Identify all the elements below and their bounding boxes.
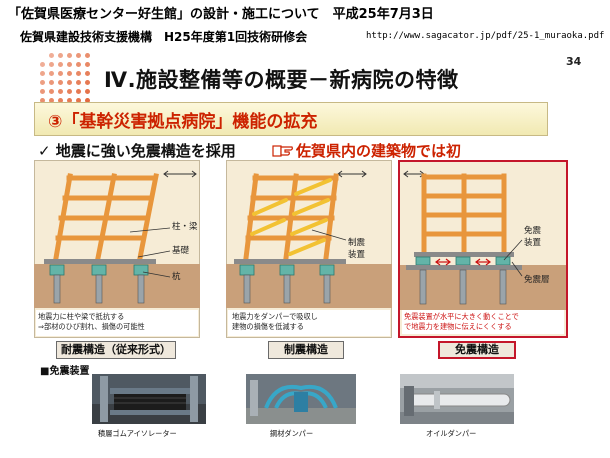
pointing-hand-icon — [272, 145, 293, 157]
device-caption-oil-damper: オイルダンパー — [426, 429, 477, 438]
base-isolation-diagram — [400, 170, 566, 334]
device-caption-steel-damper: 鋼材ダンパー — [270, 429, 314, 438]
caption-line: 地震力に柱や梁で抵抗する — [38, 312, 125, 321]
decorative-dot — [40, 80, 45, 85]
decorative-dot — [76, 89, 81, 94]
panel-seismic-resistant — [34, 160, 200, 338]
label-foundation: 基礎 — [172, 246, 190, 256]
subtitle-banner — [34, 102, 548, 136]
panel-title-base-isolation: 免震構造 — [438, 341, 516, 359]
caption-line: 建物の損傷を低減する — [232, 322, 304, 331]
page-number: 34 — [566, 55, 582, 68]
decorative-dot — [67, 89, 72, 94]
oil-damper-photo — [400, 374, 514, 424]
decorative-dot — [49, 62, 54, 67]
decorative-dot — [58, 53, 63, 58]
slide-header: 「佐賀県医療センター好生館」の設計・施工について 平成25年7月3日 佐賀県建設… — [0, 0, 610, 50]
decorative-dot — [76, 53, 81, 58]
decorative-dot — [85, 53, 90, 58]
decorative-dot — [76, 71, 81, 76]
decorative-dot — [76, 98, 81, 103]
decorative-dot — [85, 71, 90, 76]
vibration-control-diagram — [226, 170, 392, 336]
label-column-beam: 柱・梁 — [172, 222, 198, 232]
decorative-dot — [76, 62, 81, 67]
label-damper-device: 装置 — [348, 250, 366, 260]
decorative-dot — [40, 62, 45, 67]
decorative-dot — [49, 53, 54, 58]
decorative-dot — [85, 98, 90, 103]
slide-subtitle: ③「基幹災害拠点病院」機能の拡充 — [48, 112, 318, 132]
decorative-dot — [49, 89, 54, 94]
decorative-dot — [58, 98, 63, 103]
caption-line: ⇒部材のひび割れ、損傷の可能性 — [38, 322, 145, 331]
first-in-prefecture-note: 佐賀県内の建築物では初 — [296, 142, 462, 160]
label-isolation-device: 免震 — [524, 226, 542, 236]
devices-heading: ■免震装置 — [40, 366, 90, 377]
decorative-dot — [40, 71, 45, 76]
checkpoint-text: ✓ 地震に強い免震構造を採用 — [38, 142, 236, 160]
decorative-dot — [58, 80, 63, 85]
seismic-resistant-diagram — [34, 170, 200, 336]
header-title: 「佐賀県医療センター好生館」の設計・施工について 平成25年7月3日 — [8, 7, 434, 22]
caption-line: で地震力を建物に伝えにくくする — [404, 322, 512, 331]
decorative-dots-icon — [40, 53, 96, 109]
decorative-dot — [49, 80, 54, 85]
laminated-rubber-isolator-photo — [92, 374, 206, 424]
decorative-dot — [67, 62, 72, 67]
decorative-dot — [40, 98, 45, 103]
decorative-dot — [58, 62, 63, 67]
decorative-dot — [58, 71, 63, 76]
panel-title-seismic-resistant: 耐震構造（従来形式） — [56, 341, 176, 359]
label-pile: 杭 — [172, 272, 181, 282]
decorative-dot — [40, 89, 45, 94]
device-caption-rubber-isolator: 積層ゴムアイソレーター — [98, 429, 177, 438]
source-url[interactable]: http://www.sagacator.jp/pdf/25-1_muraoka… — [366, 31, 605, 41]
decorative-dot — [67, 80, 72, 85]
steel-damper-photo — [246, 374, 356, 424]
decorative-dot — [67, 98, 72, 103]
decorative-dot — [67, 71, 72, 76]
caption-line: 免震装置が水平に大きく動くことで — [404, 312, 519, 321]
header-subtitle: 佐賀県建設技術支援機構 H25年度第1回技術研修会 — [20, 30, 308, 44]
panel-title-vibration-control: 制震構造 — [268, 341, 344, 359]
slide-title: Ⅳ.施設整備等の概要－新病院の特徴 — [104, 68, 459, 92]
decorative-dot — [67, 53, 72, 58]
decorative-dot — [85, 80, 90, 85]
label-damper-device: 制震 — [348, 238, 366, 248]
decorative-dot — [76, 80, 81, 85]
caption-line: 地震力をダンパーで吸収し — [232, 312, 318, 321]
label-isolation-layer: 免震層 — [524, 275, 550, 285]
decorative-dot — [85, 89, 90, 94]
decorative-dot — [49, 98, 54, 103]
decorative-dot — [58, 89, 63, 94]
decorative-dot — [85, 62, 90, 67]
decorative-dot — [49, 71, 54, 76]
label-isolation-device: 装置 — [524, 238, 542, 248]
